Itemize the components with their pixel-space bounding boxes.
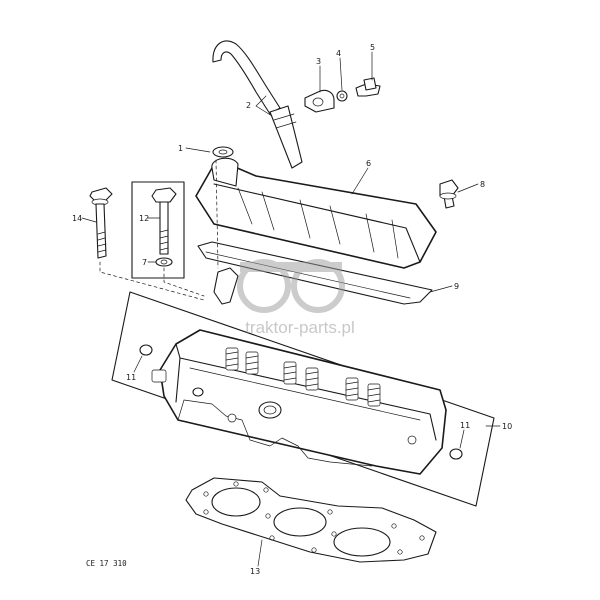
leader-lines — [81, 51, 501, 567]
callout-4: 4 — [336, 49, 341, 58]
filler-seal — [212, 146, 234, 158]
callout-14: 14 — [72, 214, 82, 223]
drawing-code: CE 17 310 — [86, 559, 127, 568]
callout-12: 12 — [139, 214, 149, 223]
assembly-guide-lines — [99, 159, 219, 301]
callout-8: 8 — [480, 180, 485, 189]
small-spacer — [213, 267, 239, 305]
callout-11-right: 11 — [460, 421, 470, 430]
callout-11-left: 11 — [126, 373, 136, 382]
callout-3: 3 — [316, 57, 321, 66]
stud-bolt-group — [131, 181, 185, 279]
watermark — [237, 259, 345, 313]
callout-1: 1 — [178, 144, 183, 153]
clamp-bolt — [355, 77, 381, 97]
rocker-cover-gasket — [197, 241, 433, 305]
breather-hose — [212, 40, 303, 169]
callout-6: 6 — [366, 159, 371, 168]
callout-5: 5 — [370, 43, 375, 52]
rocker-cover — [195, 157, 437, 269]
watermark-text: traktor-parts.pl — [245, 318, 355, 337]
long-head-bolt — [89, 187, 113, 259]
callout-7: 7 — [142, 258, 147, 267]
callout-10: 10 — [502, 422, 512, 431]
cover-bolt — [439, 179, 459, 209]
callout-13: 13 — [250, 567, 260, 576]
lock-washer — [336, 90, 348, 102]
cylinder-head-gasket — [185, 477, 437, 563]
callout-9: 9 — [454, 282, 459, 291]
callout-2: 2 — [246, 101, 251, 110]
core-plug-right — [449, 448, 463, 460]
callouts: 1 2 3 4 5 6 7 8 9 10 11 11 12 13 14 — [72, 43, 512, 576]
hose-clamp — [304, 89, 335, 113]
valve-springs — [225, 347, 381, 407]
cylinder-head — [151, 329, 447, 475]
core-plug-left — [139, 344, 153, 356]
